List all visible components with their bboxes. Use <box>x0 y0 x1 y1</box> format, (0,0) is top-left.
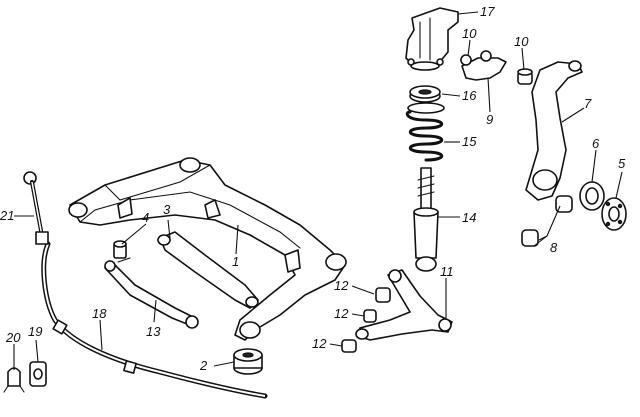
callout-1: 1 <box>232 254 239 269</box>
callout-2: 2 <box>199 358 208 373</box>
stabilizer-bracket <box>3 367 25 393</box>
callout-numbers: 1 2 3 4 5 6 7 8 9 10 10 11 12 12 12 13 1… <box>0 4 626 373</box>
lower-control-arm <box>157 231 259 309</box>
lower-arm <box>355 269 453 341</box>
callout-4: 4 <box>142 210 149 225</box>
callout-7: 7 <box>584 96 592 111</box>
steering-knuckle <box>525 60 583 201</box>
callout-19: 19 <box>28 324 42 339</box>
stabilizer-bar <box>41 241 268 399</box>
stabilizer-link <box>23 171 49 245</box>
callout-16: 16 <box>462 88 477 103</box>
knuckle-bushings <box>521 195 573 247</box>
callout-11: 11 <box>440 264 454 279</box>
subframe-crossmember <box>68 157 347 341</box>
callout-12a: 12 <box>334 278 349 293</box>
callout-17: 17 <box>480 4 495 19</box>
callout-9: 9 <box>486 112 493 127</box>
stabilizer-bushing <box>29 361 47 387</box>
wheel-bearing <box>579 181 605 211</box>
leader-lines <box>13 11 623 370</box>
callout-10a: 10 <box>462 26 477 41</box>
spring-seat <box>409 85 441 103</box>
strut-mount <box>405 7 459 71</box>
callout-18: 18 <box>92 306 107 321</box>
trailing-link <box>104 257 199 329</box>
callout-5: 5 <box>618 156 626 171</box>
callout-10b: 10 <box>514 34 529 49</box>
callout-15: 15 <box>462 134 477 149</box>
callout-13: 13 <box>146 324 161 339</box>
shock-absorber <box>413 167 439 272</box>
upper-arm-bushing <box>517 68 533 85</box>
bushing <box>113 240 127 259</box>
callout-6: 6 <box>592 136 600 151</box>
callout-20: 20 <box>5 330 21 345</box>
lower-arm-bushings <box>341 287 391 353</box>
callout-3: 3 <box>163 202 171 217</box>
callout-12c: 12 <box>312 336 327 351</box>
wheel-hub <box>601 197 627 231</box>
subframe-bushing <box>233 348 263 375</box>
callout-8: 8 <box>550 240 558 255</box>
upper-control-arm <box>460 50 507 81</box>
callout-12b: 12 <box>334 306 349 321</box>
callout-14: 14 <box>462 210 476 225</box>
coil-spring <box>405 102 445 162</box>
callout-21: 21 <box>0 208 14 223</box>
